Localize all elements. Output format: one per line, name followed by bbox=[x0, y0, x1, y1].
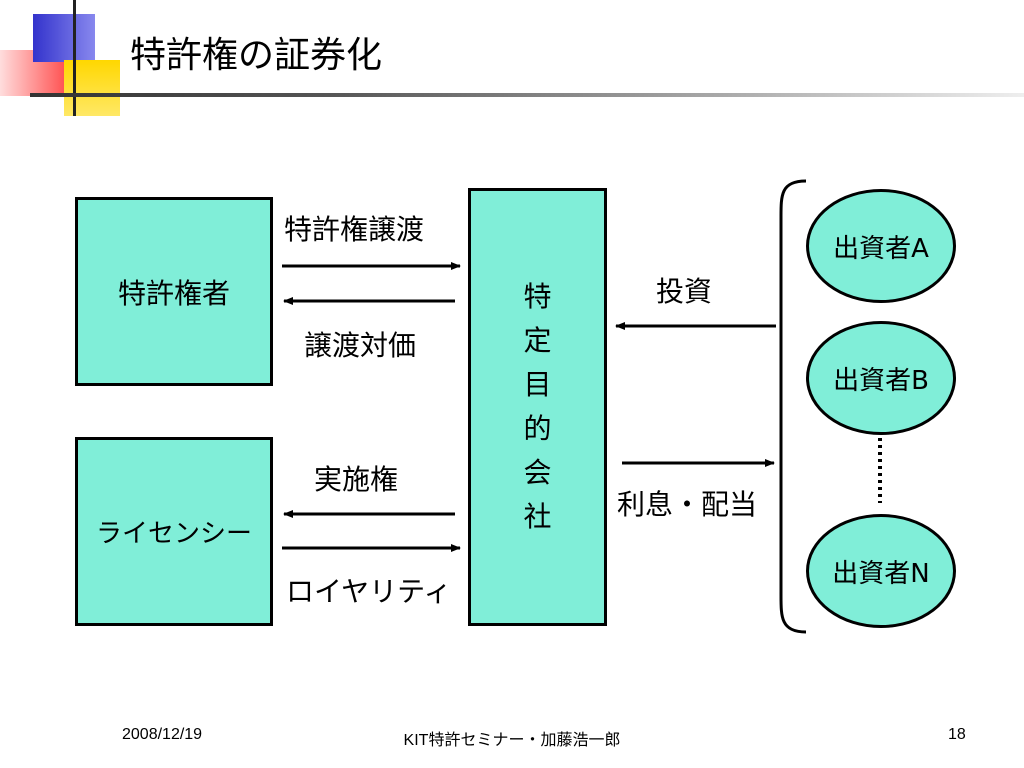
slide-title: 特許権の証券化 bbox=[130, 35, 383, 76]
transfer-label: 特許権譲渡 bbox=[284, 213, 425, 246]
spc-label: 特定目的会社 bbox=[523, 280, 552, 533]
title-underline bbox=[30, 93, 1024, 97]
licensee-box: ライセンシー bbox=[75, 437, 273, 626]
investor-n-oval: 出資者N bbox=[806, 514, 956, 628]
patent-holder-label: 特許権者 bbox=[117, 276, 230, 310]
royalty-label: ロイヤリティ bbox=[286, 575, 452, 608]
corner-decoration-blue bbox=[33, 14, 95, 62]
interest-dividend-label: 利息・配当 bbox=[617, 488, 758, 521]
investor-n-label: 出資者N bbox=[832, 558, 930, 589]
investor-b-label: 出資者B bbox=[833, 365, 929, 396]
footer-presenter: KIT特許セミナー・加藤浩一郎 bbox=[403, 732, 621, 749]
page-number: 18 bbox=[948, 726, 966, 743]
licensee-label: ライセンシー bbox=[95, 519, 252, 549]
spc-box: 特定目的会社 bbox=[468, 188, 607, 626]
patent-holder-box: 特許権者 bbox=[75, 197, 273, 386]
investment-label: 投資 bbox=[656, 275, 713, 308]
investor-bracket bbox=[779, 179, 807, 634]
investor-b-oval: 出資者B bbox=[806, 321, 956, 435]
corner-decoration-line bbox=[73, 0, 76, 116]
implementation-right-label: 実施権 bbox=[314, 463, 399, 496]
investor-a-oval: 出資者A bbox=[806, 189, 956, 303]
consideration-label: 譲渡対価 bbox=[304, 329, 417, 362]
investor-a-label: 出資者A bbox=[833, 233, 929, 264]
footer-date: 2008/12/19 bbox=[122, 726, 203, 743]
